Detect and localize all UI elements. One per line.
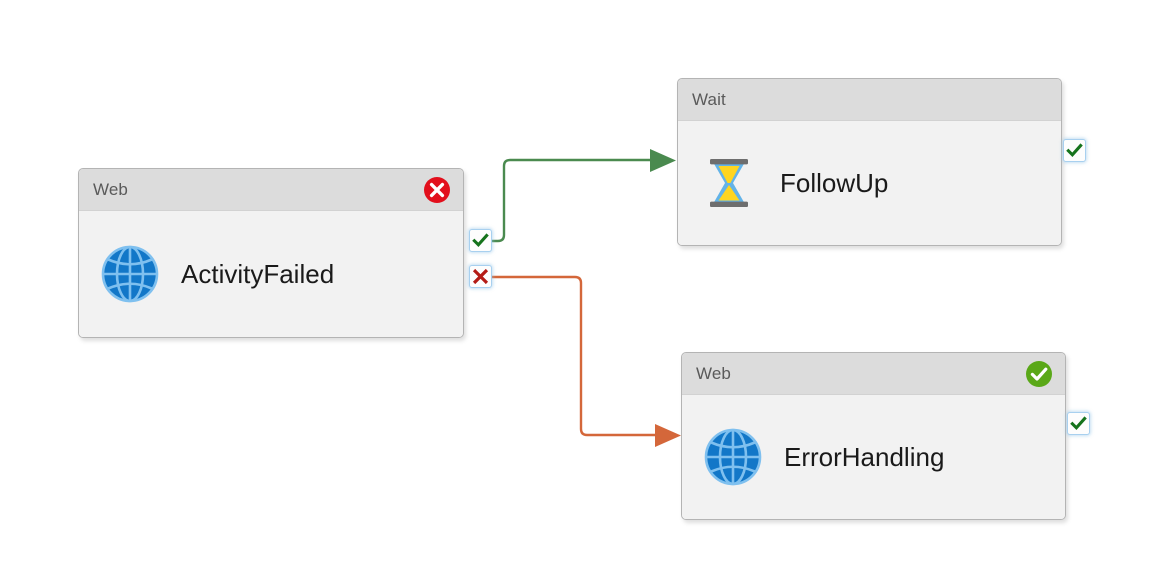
cross-icon [472, 268, 489, 285]
error-circle-icon [424, 176, 450, 203]
node-header: Wait [678, 79, 1061, 121]
node-header: Web [682, 353, 1065, 395]
node-label: ErrorHandling [784, 441, 945, 472]
port-error-activity-failed[interactable] [469, 265, 492, 288]
node-header: Web [79, 169, 463, 211]
node-label: ActivityFailed [181, 258, 335, 289]
node-error-handling[interactable]: Web ErrorHandling [681, 352, 1066, 520]
globe-icon [101, 245, 159, 303]
check-icon [472, 233, 489, 248]
port-success-error-handling[interactable] [1067, 412, 1090, 435]
node-body: ActivityFailed [79, 211, 463, 337]
success-connector [490, 149, 676, 243]
port-success-activity-failed[interactable] [469, 229, 492, 252]
globe-icon [704, 428, 762, 486]
success-arrowhead [650, 149, 676, 172]
hourglass-icon [710, 159, 748, 207]
success-circle-icon [1026, 360, 1052, 387]
check-icon [1070, 416, 1087, 431]
port-success-follow-up[interactable] [1063, 139, 1086, 162]
node-follow-up[interactable]: Wait FollowUp [677, 78, 1062, 246]
error-connector [490, 275, 681, 447]
node-body: ErrorHandling [682, 395, 1065, 519]
node-header-title: Web [696, 364, 731, 383]
check-icon [1066, 143, 1083, 158]
node-header-title: Wait [692, 90, 726, 109]
node-label: FollowUp [780, 167, 889, 198]
error-arrowhead [655, 424, 681, 447]
node-body: FollowUp [678, 121, 1061, 245]
node-activity-failed[interactable]: Web ActivityFailed [78, 168, 464, 338]
node-header-title: Web [93, 180, 128, 199]
